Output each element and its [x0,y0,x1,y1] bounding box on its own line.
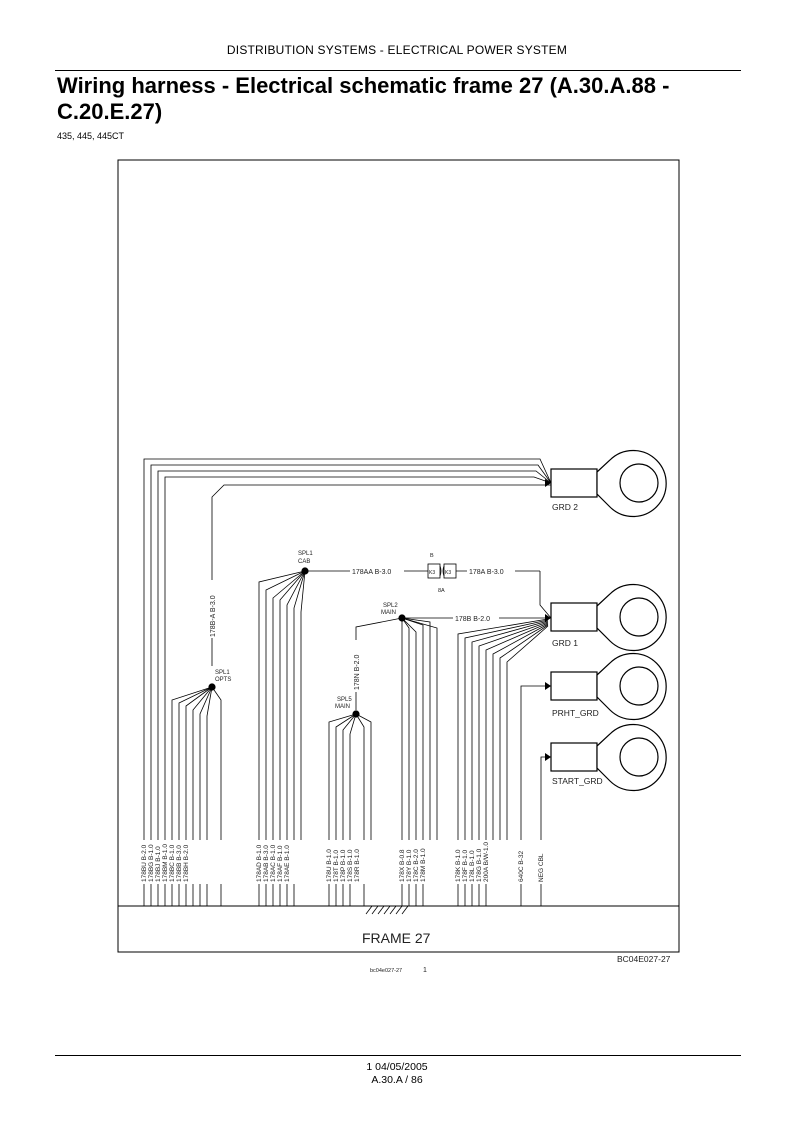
section-header: DISTRIBUTION SYSTEMS - ELECTRICAL POWER … [226,43,568,57]
wire-label: 178X B-0.8 [399,849,406,882]
footer-page: A.30.A / 86 [371,1074,423,1086]
wire-label: 178F B-1.0 [462,849,469,882]
grd1-label: GRD 1 [552,638,578,648]
figure-code: BC04E027-27 [617,954,671,964]
footer-rule [55,1055,741,1056]
wire-label: 178BC B-1.0 [169,844,176,882]
wire-label: 178AE B-1.0 [284,845,291,882]
wire-label: 200A B/W-1.0 [483,842,490,882]
wire-label: 178R B-1.0 [354,849,361,882]
connector-left-pin: K3 [429,570,435,576]
wire-paths [143,458,552,906]
wire-label: 178L B-1.0 [469,850,476,882]
prht-grd-terminal [550,652,667,721]
header-rule [55,70,741,71]
splice-spl2-main [398,614,406,622]
wire-label-178a: 178A B-3.0 [469,569,504,576]
splice-spl1-opts [208,683,216,691]
grd1-terminal [550,583,667,652]
spl5-main-line2: MAIN [335,704,350,710]
connector-bottom-label: 8A [438,588,445,594]
model-list: 435, 445, 445CT [57,131,125,141]
spl1-cab-line2: CAB [298,559,310,565]
spl1-cab-line1: SPL1 [298,551,313,557]
wire-label: 178G B-1.0 [476,848,483,882]
prht-grd-label: PRHT_GRD [552,708,599,718]
wire-label: 178BJ B-1.0 [155,846,162,882]
wire-label: 178BH B-2.0 [183,844,190,882]
wire-label: 178AF B-1.0 [277,845,284,882]
spl1-opts-line2: OPTS [215,677,231,683]
wire-label: 178Y B-1.0 [406,849,413,882]
wire-label-178b: 178B B-2.0 [455,616,490,623]
footer-date: 1 04/05/2005 [366,1061,428,1073]
wire-label: 178BM B-1.0 [162,844,169,882]
wire-label: 178BU B-2.0 [141,844,148,882]
wire-label: 178M B-1.0 [420,848,427,882]
wire-label: 178P B-1.0 [340,849,347,882]
wire-label: 178AD B-1.0 [256,844,263,882]
spl5-main-line1: SPL5 [337,697,352,703]
grd2-label: GRD 2 [552,502,578,512]
frame-label: FRAME 27 [362,930,431,946]
connector-top-label: B [430,553,434,559]
caption-code: bc04e027-27 [370,968,402,974]
inline-connector-k3 [427,563,457,579]
wire-label-178ba: 178B-A B-3.0 [210,595,217,637]
wire-label-178n: 178N B-2.0 [354,654,361,690]
wire-label: 178AB B-3.0 [263,845,270,882]
spl1-opts-line1: SPL1 [215,670,230,676]
wire-label-178aa: 178AA B-3.0 [352,569,391,576]
spl2-main-line1: SPL2 [383,603,398,609]
wire-label: 178T B-1.0 [333,850,340,882]
start-grd-label: START_GRD [552,776,603,786]
wire-label: 178AC B-1.0 [270,844,277,882]
wire-label: 178U B-1.0 [326,849,333,882]
splice-spl5-main [352,710,360,718]
spl2-main-line2: MAIN [381,610,396,616]
wire-label: 178K B-1.0 [455,849,462,882]
wire-label: 178C B-2.0 [413,849,420,882]
wire-label: 178BB B-3.0 [176,845,183,882]
terminal-arrowheads [545,479,551,761]
connector-right-pin: K3 [445,570,451,576]
harness-break-marks [365,905,409,915]
page-title: Wiring harness - Electrical schematic fr… [57,73,670,124]
start-grd-terminal [550,723,667,792]
schematic-border [117,159,680,953]
wire-label: 178BG B-1.0 [148,844,155,882]
wire-label: 640C B-32 [518,851,525,882]
wire-label: 178S B-1.0 [347,849,354,882]
caption-index: 1 [423,967,427,974]
wire-label: NEG CBL [538,853,545,882]
splice-spl1-cab [301,567,309,575]
